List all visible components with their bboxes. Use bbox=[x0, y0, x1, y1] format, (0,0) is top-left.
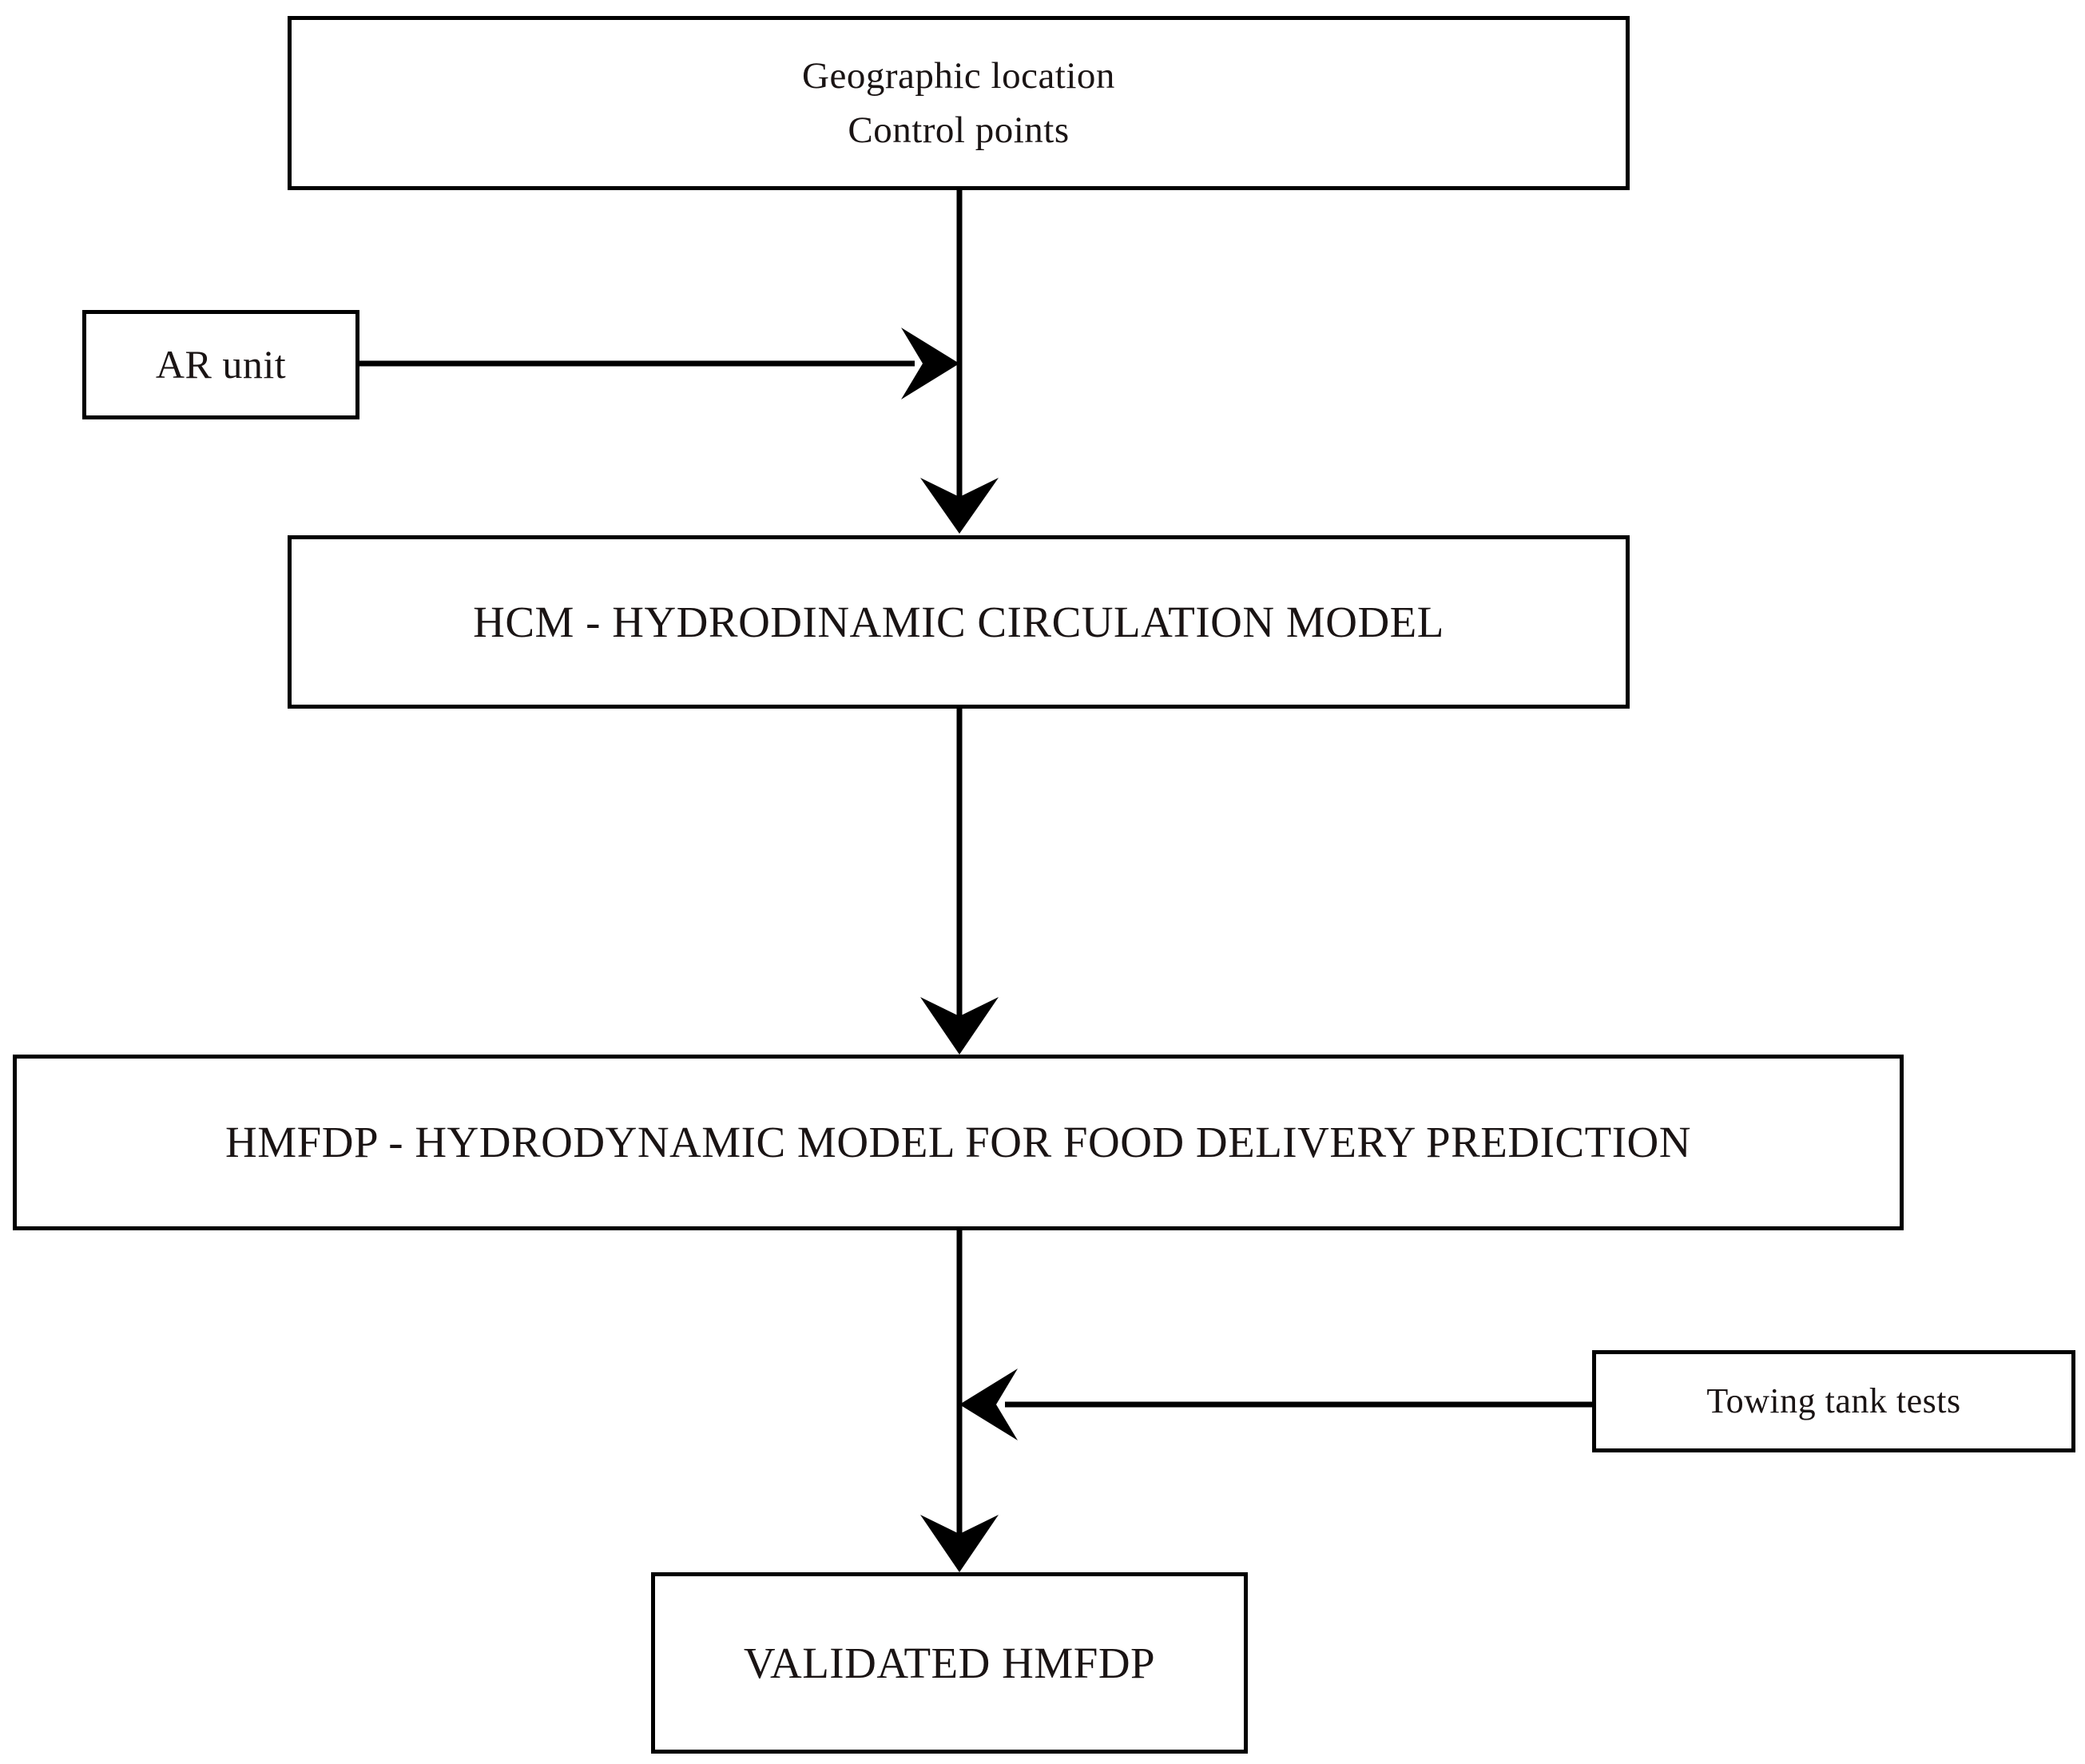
node-towing-tank-tests-label: Towing tank tests bbox=[1706, 1381, 1961, 1421]
edge-towing-to-trunk-arrowhead bbox=[959, 1369, 1018, 1440]
node-hmfdp-label: HMFDP - HYDRODYNAMIC MODEL FOR FOOD DELI… bbox=[225, 1118, 1691, 1167]
edge-ar-unit-to-trunk-arrowhead bbox=[901, 328, 959, 399]
node-hmfdp-hydrodynamic-model-for-food-delivery-prediction[interactable]: HMFDP - HYDRODYNAMIC MODEL FOR FOOD DELI… bbox=[13, 1055, 1904, 1230]
node-geographic-location-control-points[interactable]: Geographic location Control points bbox=[288, 16, 1630, 190]
edge-hmfdp-to-validated-arrowhead bbox=[920, 1515, 999, 1572]
node-hcm-hydrodinamic-circulation-model[interactable]: HCM - HYDRODINAMIC CIRCULATION MODEL bbox=[288, 535, 1630, 709]
node-validated-hmfdp-label: VALIDATED HMFDP bbox=[743, 1638, 1156, 1687]
node-validated-hmfdp[interactable]: VALIDATED HMFDP bbox=[651, 1572, 1248, 1754]
edge-geographic-to-hcm-arrowhead bbox=[920, 478, 999, 534]
node-ar-unit[interactable]: AR unit bbox=[82, 310, 359, 419]
node-towing-tank-tests[interactable]: Towing tank tests bbox=[1592, 1350, 2075, 1452]
node-geographic-location-label: Geographic location Control points bbox=[802, 54, 1115, 151]
node-ar-unit-label: AR unit bbox=[155, 342, 287, 387]
node-hcm-label: HCM - HYDRODINAMIC CIRCULATION MODEL bbox=[473, 597, 1444, 646]
edge-hcm-to-hmfdp-arrowhead bbox=[920, 997, 999, 1055]
